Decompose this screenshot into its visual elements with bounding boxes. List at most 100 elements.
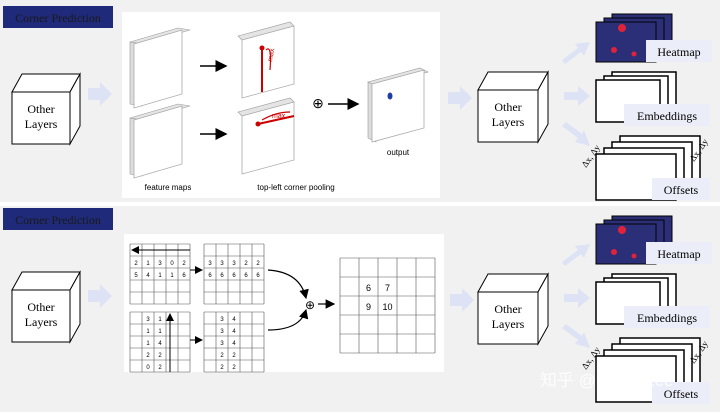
- heatmap-stack-bottom: Heatmap: [595, 215, 712, 265]
- embeddings-stack-bottom: Embeddings: [595, 273, 710, 328]
- grid-value: 4: [146, 273, 150, 279]
- other-layers-cube-top-left: Other Layers: [11, 72, 81, 146]
- grid-value: 3: [232, 261, 236, 267]
- bottom-section-title-bg: [3, 208, 113, 230]
- pooling-plus: ⊕: [312, 95, 324, 111]
- grid-value: 1: [146, 261, 150, 267]
- pooled-map-vertical: max: [237, 21, 295, 99]
- fan-arrow-top-offset: [562, 122, 590, 146]
- pooling-figure: max max ⊕ feature maps top-left corner p…: [122, 12, 440, 198]
- grid-value: 6: [244, 273, 248, 279]
- grid-value: 0: [170, 261, 174, 267]
- offsets-stack-bottom: Δx, Δy Δx, Δy Offsets: [579, 337, 710, 404]
- svg-text:Other: Other: [494, 302, 521, 316]
- fan-arrow-bottom-offset: [562, 324, 590, 348]
- svg-text:Layers: Layers: [492, 115, 525, 129]
- grid-value: 2: [146, 353, 150, 359]
- fan-arrow-bottom-embed: [564, 288, 590, 308]
- heatmap-stack-top: Heatmap: [595, 13, 712, 63]
- grid-value: 6: [208, 273, 212, 279]
- grid-value: 3: [220, 261, 224, 267]
- svg-text:max: max: [267, 48, 276, 63]
- embeddings-stack-top: Embeddings: [595, 71, 710, 126]
- grid-value: 1: [158, 273, 162, 279]
- feature-map-top: [129, 27, 191, 109]
- grid-value: 1: [170, 273, 174, 279]
- flow-arrow-bottom-2: [450, 288, 474, 312]
- pooled-map-horizontal: max: [237, 97, 295, 175]
- grid-value: 0: [146, 365, 150, 371]
- grid-value: 3: [208, 261, 212, 267]
- result-value: 6: [366, 283, 371, 293]
- offsets-label: Offsets: [664, 183, 699, 197]
- heatmap-label: Heatmap: [657, 45, 700, 59]
- grid-value: 4: [158, 341, 162, 347]
- grid-value: 6: [182, 273, 186, 279]
- grid-value: 2: [220, 353, 224, 359]
- offsets-stack-top: Δx, Δy Δx, Δy Offsets: [579, 135, 710, 201]
- other-layers-label-2: Layers: [25, 117, 58, 131]
- bottom-section-title: Corner Prediction: [15, 213, 101, 227]
- fan-arrow-top-heatmap: [562, 42, 590, 64]
- flow-arrow-bottom-1: [88, 284, 112, 308]
- result-value: 10: [382, 302, 392, 312]
- svg-text:Embeddings: Embeddings: [637, 311, 697, 325]
- input-grid-top: [129, 243, 191, 305]
- grid-value: 4: [232, 329, 236, 335]
- grid-value: 3: [158, 261, 162, 267]
- other-layers-cube-top-right: Other Layers: [477, 70, 549, 144]
- result-value: 7: [385, 283, 390, 293]
- grid-value: 6: [220, 273, 224, 279]
- grid-value: 6: [232, 273, 236, 279]
- top-section-title-bg: [3, 6, 113, 28]
- grid-value: 2: [244, 261, 248, 267]
- input-grid-bottom: [129, 311, 191, 373]
- result-grid: [339, 257, 436, 354]
- grid-value: 2: [158, 365, 162, 371]
- svg-text:max: max: [272, 113, 286, 120]
- grid-value: 2: [158, 353, 162, 359]
- grid-value: 1: [158, 329, 162, 335]
- svg-text:Other: Other: [494, 100, 521, 114]
- other-layers-label-1: Other: [27, 102, 54, 116]
- svg-text:Heatmap: Heatmap: [657, 247, 700, 261]
- grid-value: 2: [182, 261, 186, 267]
- grid-value: 6: [256, 273, 260, 279]
- output-map: [367, 67, 429, 143]
- flow-arrow-top-1: [88, 82, 112, 106]
- grid-value: 4: [232, 317, 236, 323]
- fan-arrow-bottom-heatmap: [562, 244, 590, 266]
- grid-value: 3: [220, 329, 224, 335]
- grid-value: 5: [134, 273, 138, 279]
- pooled-grid-bottom: [203, 311, 265, 373]
- result-value: 9: [366, 302, 371, 312]
- grid-plus: ⊕: [305, 298, 315, 312]
- top-section-title: Corner Prediction: [15, 11, 101, 25]
- label-feature-maps: feature maps: [145, 183, 192, 192]
- grid-value: 2: [232, 365, 236, 371]
- grid-value: 3: [220, 317, 224, 323]
- flow-arrow-top-2: [448, 86, 472, 110]
- grid-value: 1: [146, 329, 150, 335]
- svg-text:Layers: Layers: [492, 317, 525, 331]
- pooled-grid-top: [203, 243, 265, 305]
- label-corner-pooling: top-left corner pooling: [257, 183, 334, 192]
- other-layers-cube-bottom-left: Other Layers: [11, 270, 81, 344]
- feature-map-bottom: [129, 103, 191, 179]
- grid-value: 2: [232, 353, 236, 359]
- grid-value: 4: [232, 341, 236, 347]
- label-output: output: [387, 148, 410, 157]
- watermark: 知乎 @PodenLee: [540, 371, 674, 390]
- svg-text:Other: Other: [27, 300, 54, 314]
- svg-text:Layers: Layers: [25, 315, 58, 329]
- other-layers-cube-bottom-right: Other Layers: [477, 272, 549, 346]
- grid-value: 3: [146, 317, 150, 323]
- grid-value: 2: [134, 261, 138, 267]
- fan-arrow-top-embed: [564, 86, 590, 106]
- grid-value: 1: [158, 317, 162, 323]
- grid-value: 3: [220, 341, 224, 347]
- grid-value: 1: [146, 341, 150, 347]
